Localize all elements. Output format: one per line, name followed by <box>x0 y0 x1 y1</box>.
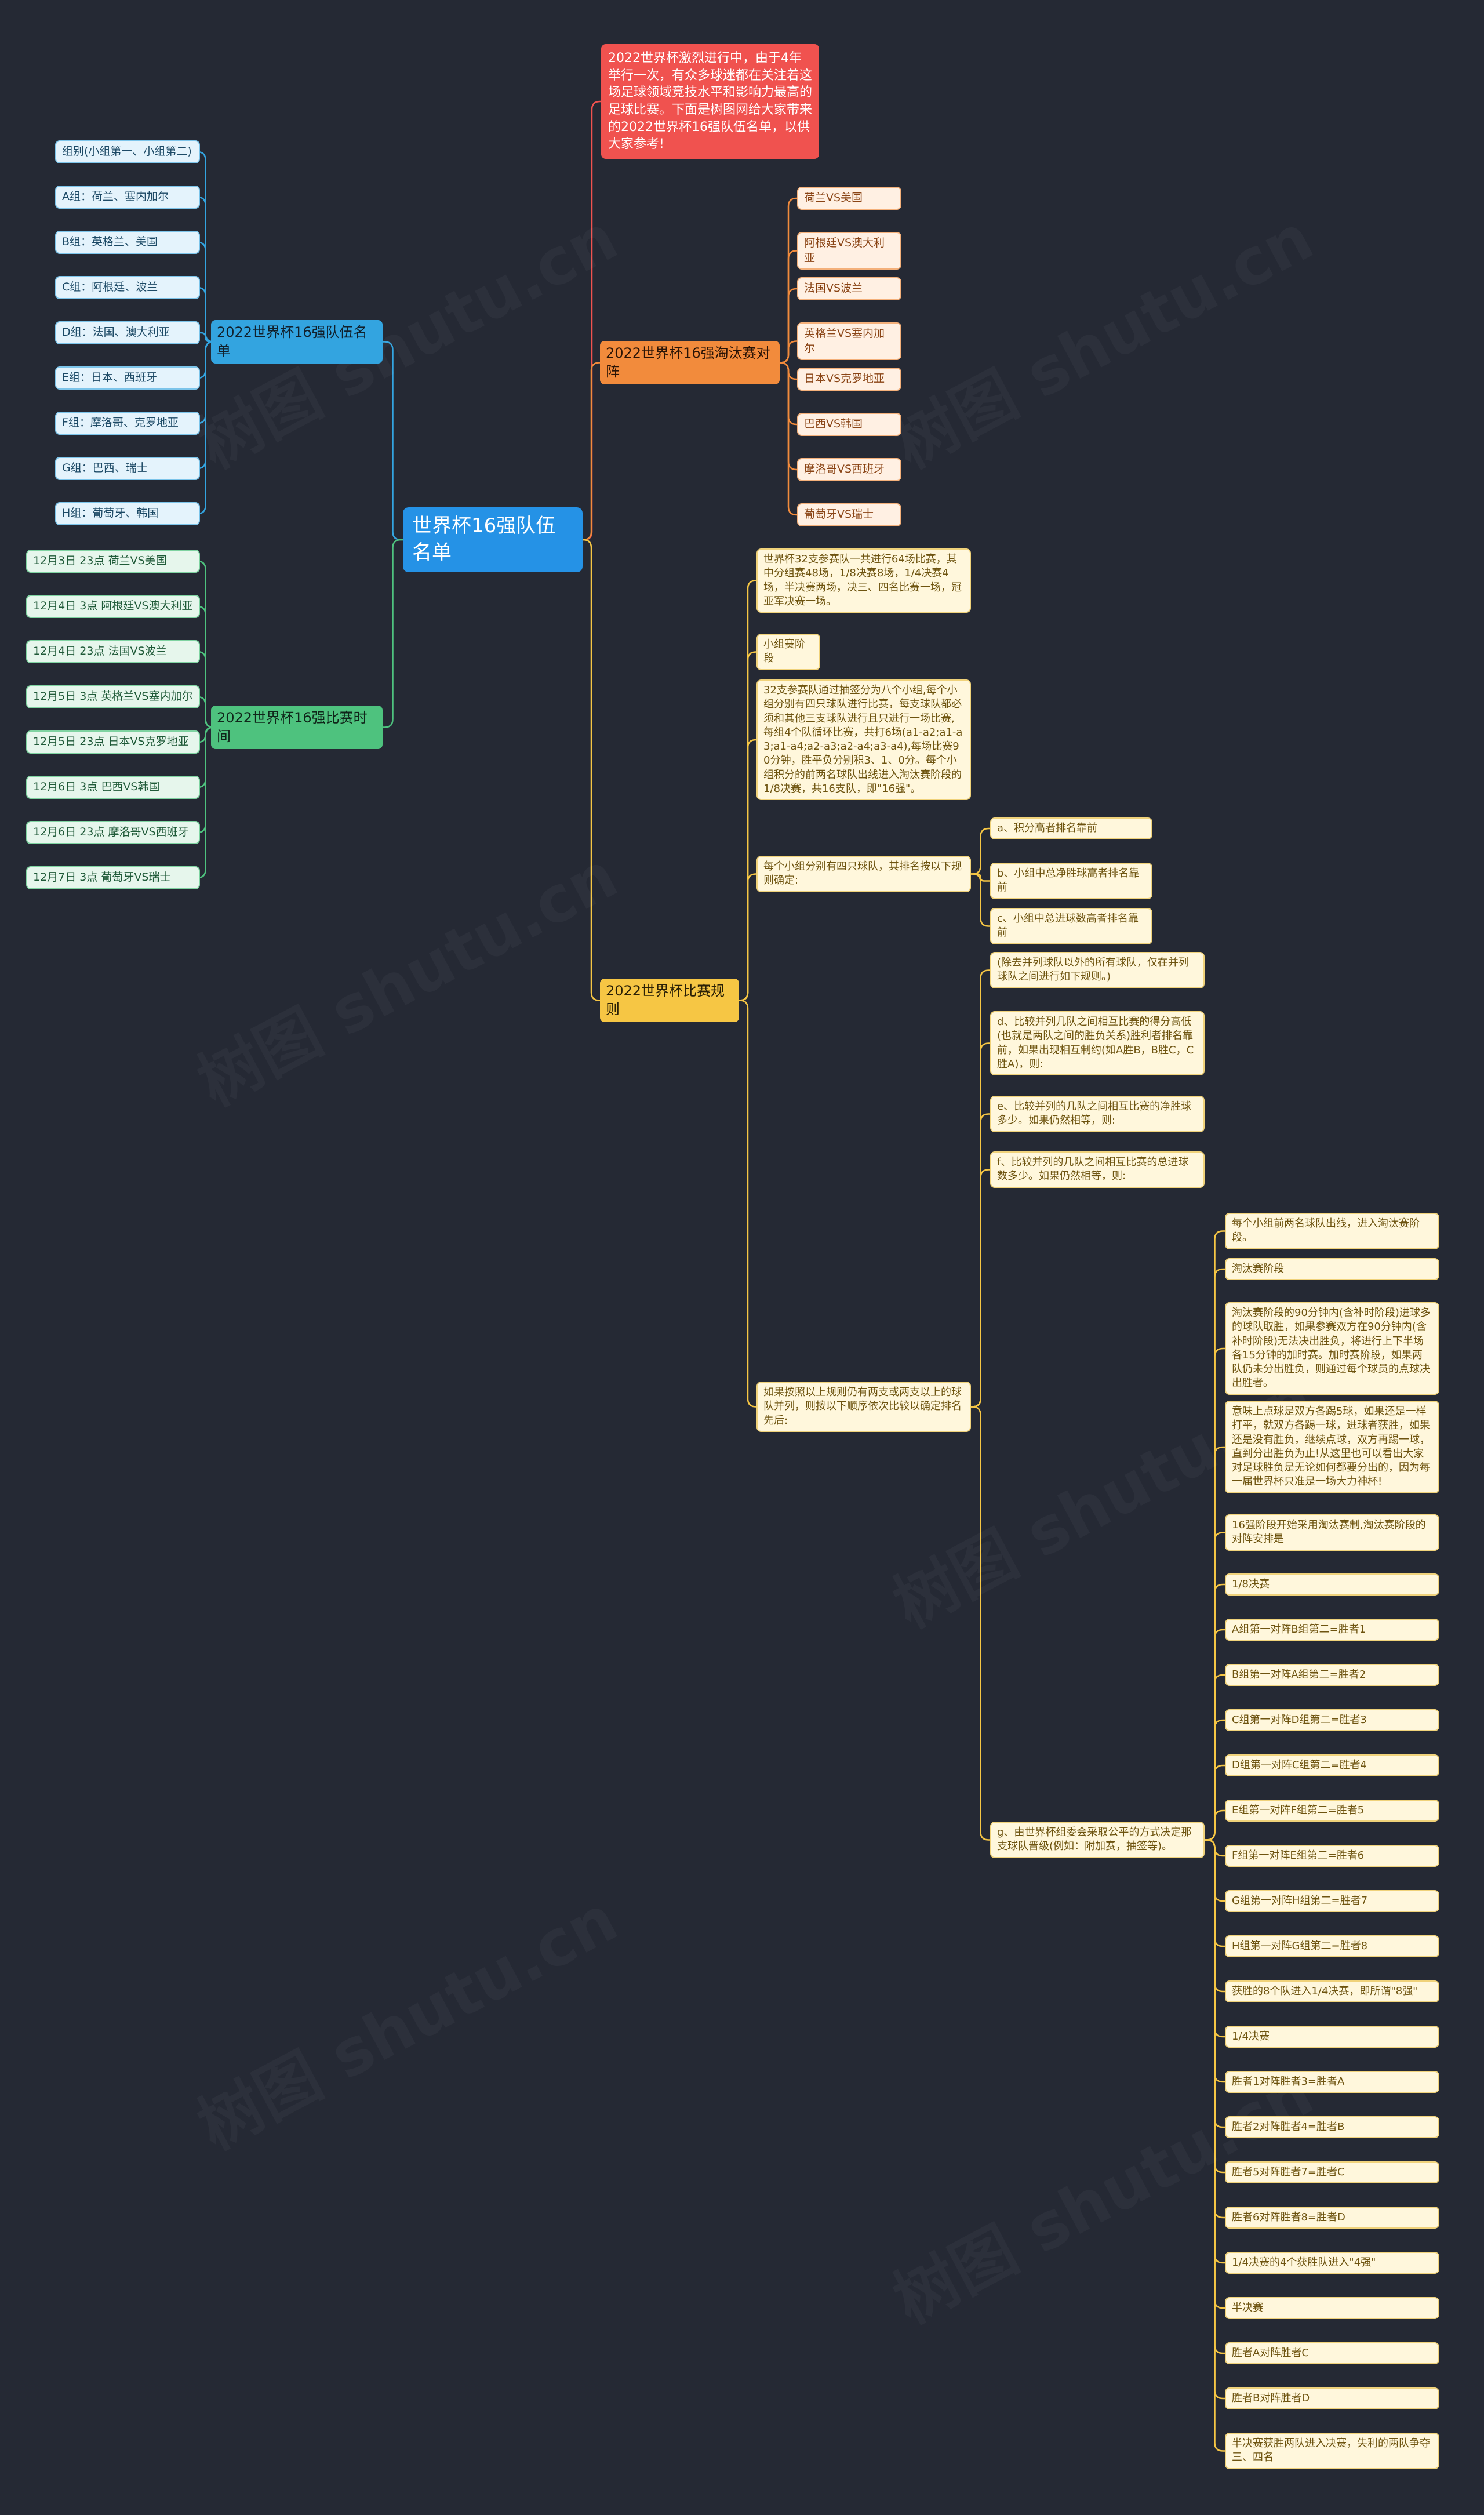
knockout-item[interactable]: A组第一对阵B组第二=胜者1 <box>1225 1619 1439 1641</box>
tiebreak-item[interactable]: (除去并列球队以外的所有球队，仅在并列球队之间进行如下规则。) <box>990 952 1205 988</box>
intro-note[interactable]: 2022世界杯激烈进行中，由于4年举行一次，有众多球迷都在关注着这场足球领域竞技… <box>601 44 819 159</box>
schedule-item[interactable]: 12月5日 3点 英格兰VS塞内加尔 <box>26 685 200 708</box>
connector-line <box>739 1000 756 1408</box>
knockout-item[interactable]: D组第一对阵C组第二=胜者4 <box>1225 1754 1439 1777</box>
connector-line <box>383 341 403 541</box>
connector-line <box>971 873 990 882</box>
roster-item[interactable]: C组：阿根廷、波兰 <box>55 276 200 299</box>
ranking-item[interactable]: c、小组中总进球数高者排名靠前 <box>990 908 1152 944</box>
rule-ranking[interactable]: 每个小组分别有四只球队，其排名按以下规则确定: <box>756 856 971 892</box>
knockout-item[interactable]: 半决赛获胜两队进入决赛，失利的两队争夺三、四名 <box>1225 2433 1439 2469</box>
schedule-item[interactable]: 12月4日 3点 阿根廷VS澳大利亚 <box>26 595 200 618</box>
connector-line <box>971 1406 990 1841</box>
knockout-item[interactable]: 胜者6对阵胜者8=胜者D <box>1225 2207 1439 2229</box>
schedule-item[interactable]: 12月6日 23点 摩洛哥VS西班牙 <box>26 821 200 844</box>
knockout-item[interactable]: 1/4决赛 <box>1225 2026 1439 2048</box>
rule-group-detail[interactable]: 32支参赛队通过抽签分为八个小组,每个小组分别有四只球队进行比赛，每支球队都必须… <box>756 679 971 801</box>
connector-line <box>200 332 211 343</box>
knockout-item[interactable]: F组第一对阵E组第二=胜者6 <box>1225 1845 1439 1867</box>
matchup-item[interactable]: 巴西VS韩国 <box>797 413 901 436</box>
knockout-item[interactable]: 胜者A对阵胜者C <box>1225 2342 1439 2365</box>
knockout-item[interactable]: 意味上点球是双方各踢5球，如果还是一样打平，就双方各踢一球，进球者获胜，如果还是… <box>1225 1401 1439 1493</box>
connector-line <box>197 341 214 515</box>
knockout-item[interactable]: E组第一对阵F组第二=胜者5 <box>1225 1800 1439 1822</box>
knockout-item[interactable]: 每个小组前两名球队出线，进入淘汰赛阶段。 <box>1225 1213 1439 1249</box>
knockout-item[interactable]: 胜者B对阵胜者D <box>1225 2387 1439 2410</box>
roster-item[interactable]: E组：日本、西班牙 <box>55 366 200 390</box>
connector-line <box>780 362 797 516</box>
branch-matchups[interactable]: 2022世界杯16强淘汰赛对阵 <box>600 341 780 384</box>
knockout-item[interactable]: 16强阶段开始采用淘汰赛制,淘汰赛阶段的对阵安排是 <box>1225 1514 1439 1551</box>
connector-line <box>1205 1839 1225 2452</box>
tiebreak-item[interactable]: d、比较并列几队之间相互比赛的得分高低(也就是两队之间的胜负关系)胜利者排名靠前… <box>990 1011 1205 1076</box>
matchup-item[interactable]: 荷兰VS美国 <box>797 187 901 210</box>
matchup-item[interactable]: 英格兰VS塞内加尔 <box>797 322 901 361</box>
connector-line <box>383 539 403 728</box>
tiebreak-final[interactable]: g、由世界杯组委会采取公平的方式决定那支球队晋级(例如：附加赛，抽签等)。 <box>990 1822 1205 1858</box>
schedule-item[interactable]: 12月3日 23点 荷兰VS美国 <box>26 550 200 573</box>
schedule-item[interactable]: 12月4日 23点 法国VS波兰 <box>26 640 200 663</box>
matchup-item[interactable]: 葡萄牙VS瑞士 <box>797 503 901 526</box>
knockout-item[interactable]: 胜者1对阵胜者3=胜者A <box>1225 2071 1439 2094</box>
ranking-item[interactable]: b、小组中总净胜球高者排名靠前 <box>990 863 1152 899</box>
knockout-item[interactable]: 胜者5对阵胜者7=胜者C <box>1225 2161 1439 2184</box>
roster-item[interactable]: H组：葡萄牙、韩国 <box>55 502 200 525</box>
knockout-item[interactable]: G组第一对阵H组第二=胜者7 <box>1225 1890 1439 1913</box>
knockout-item[interactable]: 半决赛 <box>1225 2297 1439 2320</box>
matchup-item[interactable]: 摩洛哥VS西班牙 <box>797 458 901 481</box>
schedule-item[interactable]: 12月7日 3点 葡萄牙VS瑞士 <box>26 866 200 889</box>
branch-schedule[interactable]: 2022世界杯16强比赛时间 <box>211 706 383 749</box>
matchup-item[interactable]: 日本VS克罗地亚 <box>797 368 901 391</box>
roster-item[interactable]: F组：摩洛哥、克罗地亚 <box>55 412 200 435</box>
roster-item[interactable]: B组：英格兰、美国 <box>55 231 200 254</box>
matchup-item[interactable]: 阿根廷VS澳大利亚 <box>797 232 901 270</box>
connector-line <box>197 726 214 879</box>
connector-line <box>780 340 797 364</box>
ranking-item[interactable]: a、积分高者排名靠前 <box>990 817 1152 840</box>
connector-line <box>971 1169 990 1408</box>
roster-item[interactable]: 组别(小组第一、小组第二) <box>55 140 200 163</box>
rule-group-stage[interactable]: 小组赛阶段 <box>756 634 820 670</box>
knockout-item[interactable]: 淘汰赛阶段的90分钟内(含补时阶段)进球多的球队取胜，如果参赛双方在90分钟内(… <box>1225 1302 1439 1395</box>
branch-roster[interactable]: 2022世界杯16强队伍名单 <box>211 320 383 364</box>
knockout-item[interactable]: 获胜的8个队进入1/4决赛，即所谓"8强" <box>1225 1980 1439 2003</box>
rule-tiebreak[interactable]: 如果按照以上规则仍有两支或两支以上的球队并列，则按以下顺序依次比较以确定排名先后… <box>756 1382 971 1432</box>
root-node[interactable]: 世界杯16强队伍名单 <box>403 507 583 572</box>
schedule-item[interactable]: 12月5日 23点 日本VS克罗地亚 <box>26 730 200 754</box>
matchup-item[interactable]: 法国VS波兰 <box>797 277 901 300</box>
tiebreak-item[interactable]: e、比较并列的几队之间相互比赛的净胜球多少。如果仍然相等，则: <box>990 1096 1205 1132</box>
connector-line <box>1205 1809 1225 1841</box>
roster-item[interactable]: A组：荷兰、塞内加尔 <box>55 186 200 209</box>
branch-rules[interactable]: 2022世界杯比赛规则 <box>600 979 739 1022</box>
knockout-item[interactable]: B组第一对阵A组第二=胜者2 <box>1225 1664 1439 1687</box>
knockout-item[interactable]: 淘汰赛阶段 <box>1225 1258 1439 1281</box>
rule-overview[interactable]: 世界杯32支参赛队一共进行64场比赛，其中分组赛48场，1/8决赛8场，1/4决… <box>756 548 971 613</box>
knockout-item[interactable]: 1/8决赛 <box>1225 1573 1439 1596</box>
connector-line <box>583 362 600 541</box>
schedule-item[interactable]: 12月6日 3点 巴西VS韩国 <box>26 776 200 799</box>
roster-item[interactable]: D组：法国、澳大利亚 <box>55 321 200 344</box>
knockout-item[interactable]: 1/4决赛的4个获胜队进入"4强" <box>1225 2252 1439 2274</box>
connector-line <box>583 539 600 1001</box>
connector-line <box>971 827 990 875</box>
connector-line <box>739 873 756 1001</box>
knockout-item[interactable]: H组第一对阵G组第二=胜者8 <box>1225 1935 1439 1958</box>
connector-line <box>971 873 990 927</box>
knockout-item[interactable]: 胜者2对阵胜者4=胜者B <box>1225 2116 1439 2139</box>
knockout-item[interactable]: C组第一对阵D组第二=胜者3 <box>1225 1709 1439 1732</box>
tiebreak-item[interactable]: f、比较并列的几队之间相互比赛的总进球数多少。如果仍然相等，则: <box>990 1151 1205 1188</box>
roster-item[interactable]: G组：巴西、瑞士 <box>55 457 200 480</box>
